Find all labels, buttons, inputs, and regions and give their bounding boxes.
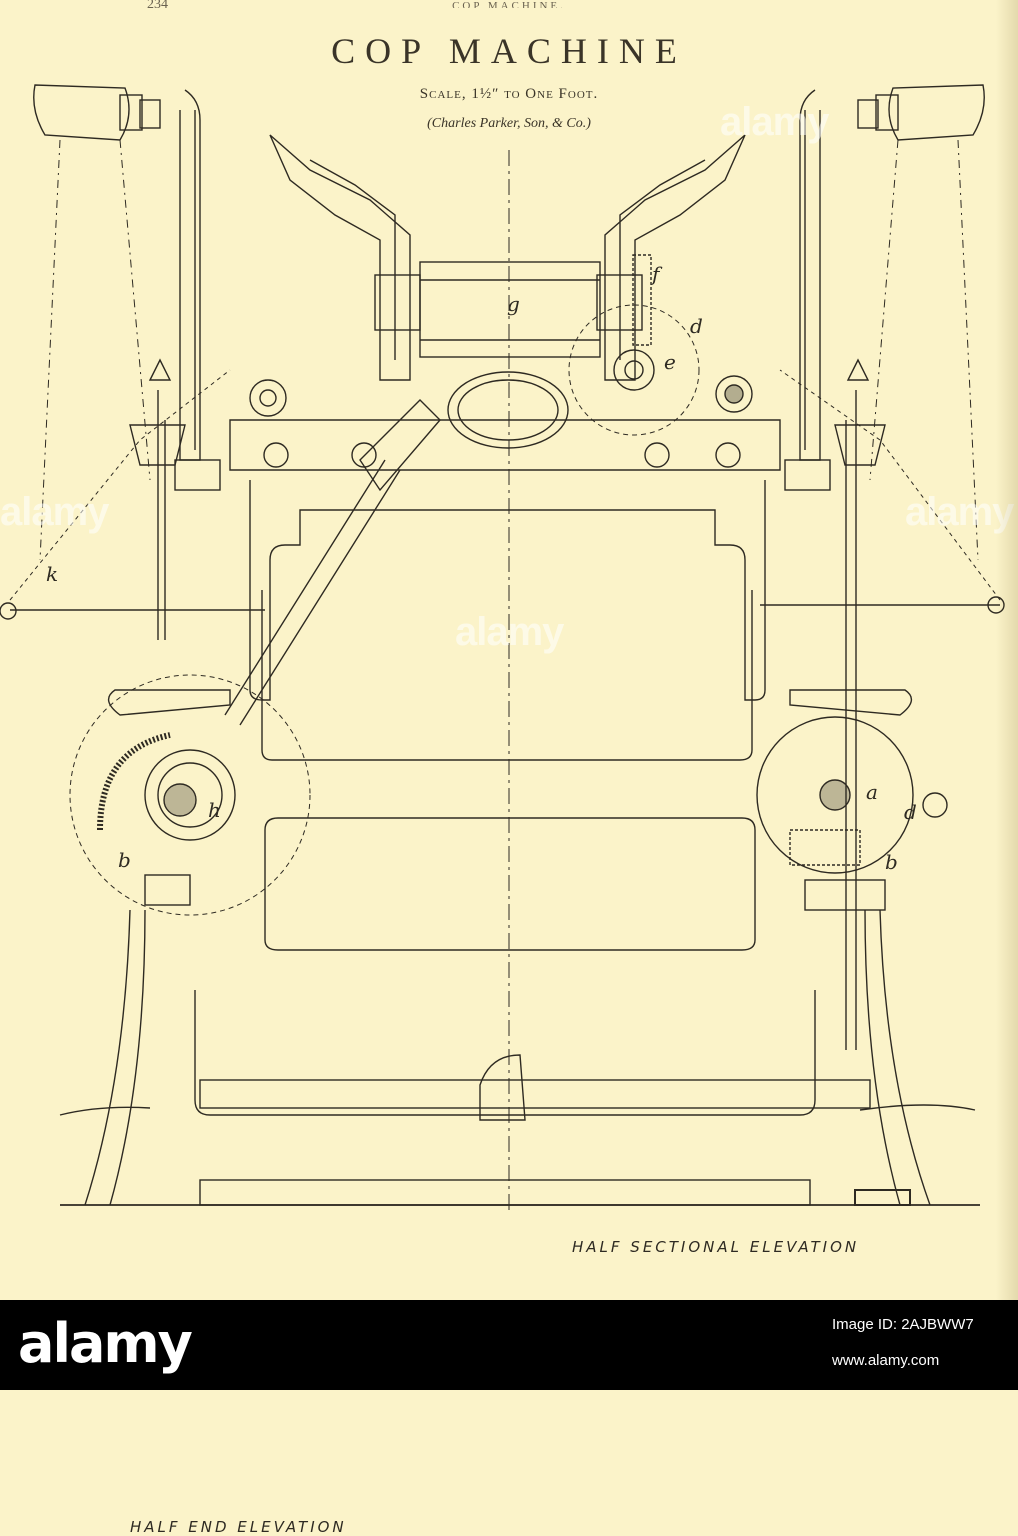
bevel-gear-left xyxy=(97,732,171,831)
bearing-right xyxy=(715,375,753,413)
foot-plate xyxy=(199,1179,811,1206)
page-number: 234 xyxy=(147,0,168,12)
boss-left-2 xyxy=(351,442,377,468)
watermark-right: alamy xyxy=(905,490,1014,534)
label-d-upper: d xyxy=(690,314,703,338)
connecting-rod xyxy=(224,459,401,726)
post-foot-right xyxy=(784,459,831,491)
treadle-block xyxy=(479,1054,526,1121)
label-k: k xyxy=(46,562,59,586)
boss-right-2 xyxy=(715,442,741,468)
drawing-title: COP MACHINE xyxy=(331,31,687,71)
drum-a xyxy=(756,716,914,874)
stock-logo: alamy xyxy=(18,1312,193,1375)
bobbin-left xyxy=(33,84,130,141)
label-h: h xyxy=(208,798,221,822)
bridge-oval-inner xyxy=(457,379,559,441)
guide-peg-right xyxy=(846,358,870,420)
post-foot-left xyxy=(174,459,221,491)
handle-left xyxy=(107,689,231,716)
image-id-text: Image ID: 2AJBWW7 xyxy=(832,1316,974,1333)
handle-right xyxy=(789,689,913,716)
bracket-right xyxy=(596,274,643,331)
treadle-end-left xyxy=(59,1106,151,1116)
caption-half-end-elevation: HALF END ELEVATION xyxy=(130,1518,347,1536)
treadle-bar xyxy=(199,1079,871,1109)
wheel-e xyxy=(613,349,655,391)
left-leg-inner xyxy=(109,909,146,1206)
bridge-oval xyxy=(447,371,569,449)
arm-right xyxy=(604,134,746,381)
inner-panel-lower xyxy=(264,817,756,951)
label-e: e xyxy=(664,350,676,374)
top-bridge xyxy=(229,419,781,471)
bobbin-right xyxy=(888,84,985,141)
arm-left-inner xyxy=(309,159,396,360)
watermark-center: alamy xyxy=(455,610,564,654)
boss-left-1 xyxy=(263,442,289,468)
label-b-left: b xyxy=(118,848,131,872)
stock-footer-bar: alamy Image ID: 2AJBWW7 www.alamy.com xyxy=(0,1300,1018,1390)
watermark-top: alamy xyxy=(720,100,829,144)
running-head: COP MACHINE. xyxy=(452,0,566,8)
watermark-left: alamy xyxy=(0,490,109,534)
sweep-circle-left xyxy=(69,674,311,916)
label-a: a xyxy=(866,780,878,804)
arm-left xyxy=(269,134,411,381)
main-frame xyxy=(249,480,766,701)
bearing-left xyxy=(249,379,287,417)
bracket-left xyxy=(374,274,421,331)
base-panel xyxy=(194,990,816,1116)
right-leg-inner xyxy=(864,909,901,1206)
right-leg xyxy=(879,909,931,1206)
label-b-right: b xyxy=(885,850,898,874)
crank-boss-h xyxy=(144,749,236,841)
rack-f xyxy=(632,254,652,346)
label-d-lower: d xyxy=(904,800,917,824)
scale-note: Scale, 1½″ to One Foot. xyxy=(419,86,599,102)
label-f: f xyxy=(652,262,660,286)
caption-half-sectional-elevation: HALF SECTIONAL ELEVATION xyxy=(572,1238,860,1256)
foot-block-right xyxy=(854,1189,911,1206)
arm-right-inner xyxy=(619,159,706,360)
pitch-circle-e xyxy=(568,304,700,436)
left-leg xyxy=(84,909,131,1206)
guide-peg-left xyxy=(148,358,172,420)
maker-credit: (Charles Parker, Son, & Co.) xyxy=(427,116,591,131)
treadle-end-right xyxy=(859,1104,976,1111)
cop-machine-drawing xyxy=(0,84,1005,1210)
inner-panel-upper xyxy=(261,590,753,761)
boss-right-1 xyxy=(644,442,670,468)
site-url-text: www.alamy.com xyxy=(832,1352,940,1369)
post-right xyxy=(799,89,821,461)
label-g: g xyxy=(507,292,520,316)
post-left xyxy=(179,89,201,461)
